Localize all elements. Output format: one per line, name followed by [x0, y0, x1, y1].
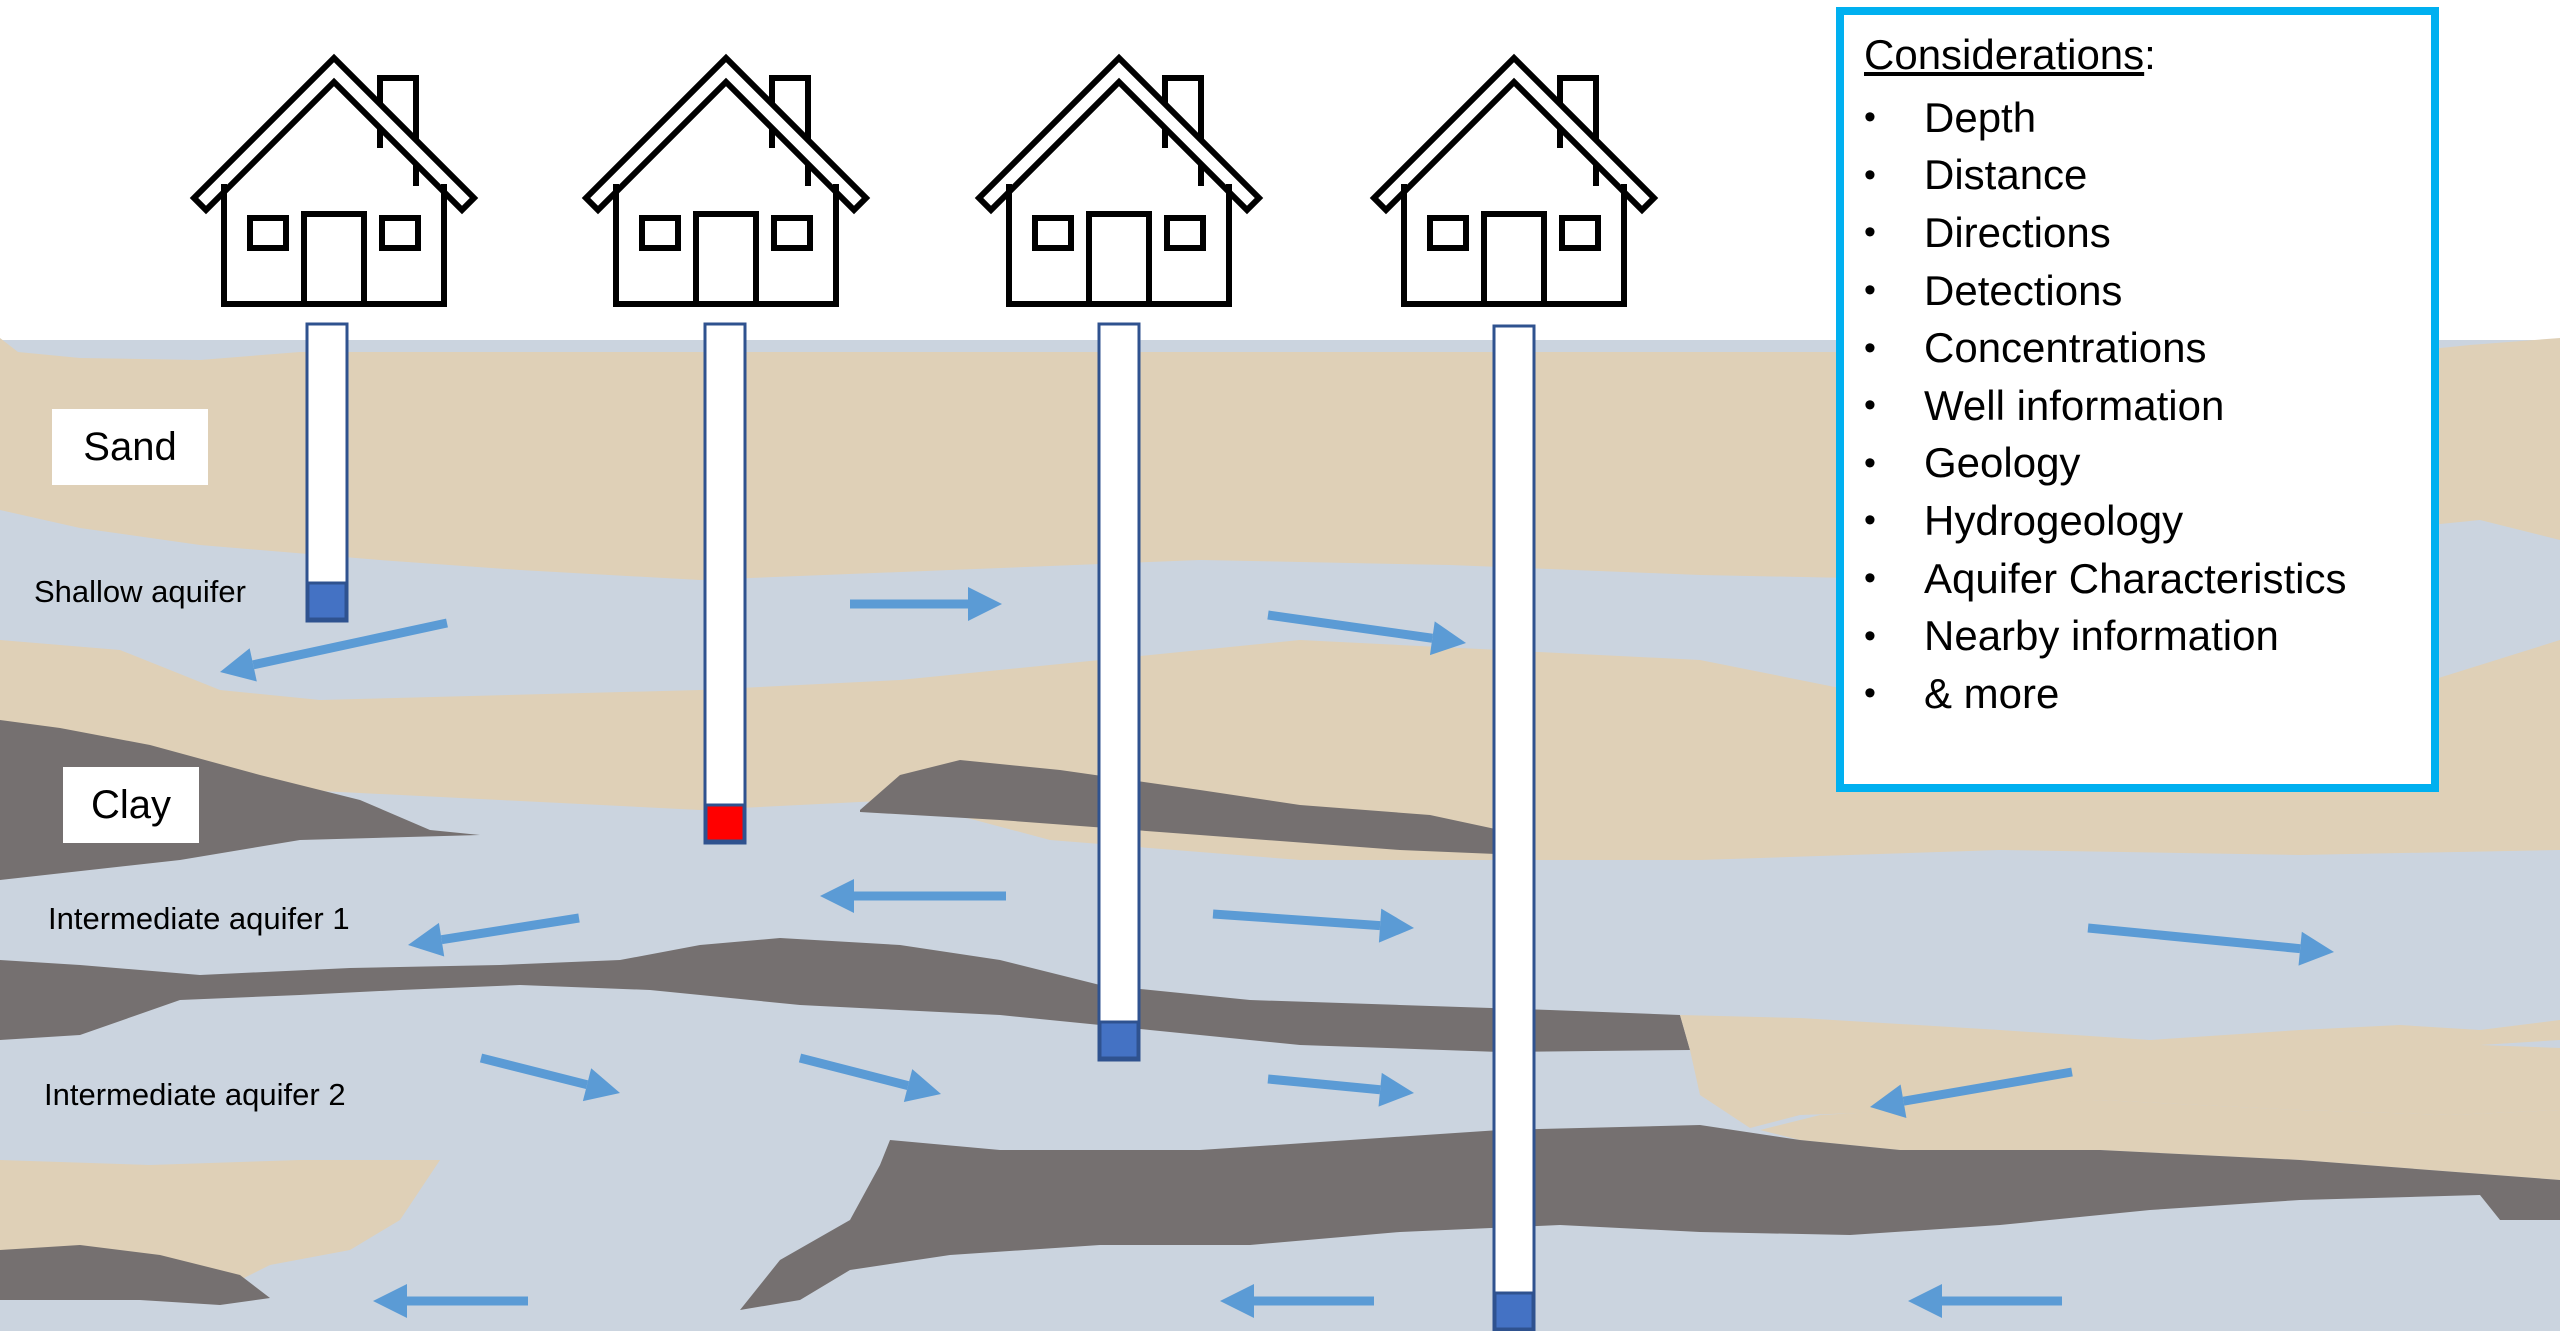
bullet-icon: • — [1864, 98, 1924, 137]
considerations-item: •& more — [1864, 665, 2346, 723]
bullet-icon: • — [1864, 271, 1924, 310]
well-screen — [1100, 1022, 1138, 1058]
bullet-icon: • — [1864, 329, 1924, 368]
bullet-icon: • — [1864, 444, 1924, 483]
house-1-icon — [194, 58, 474, 304]
well-casing — [1099, 324, 1139, 1060]
well-casing — [307, 324, 347, 621]
well-3 — [1099, 324, 1139, 1060]
sand-label: Sand — [52, 409, 208, 485]
bullet-icon: • — [1864, 559, 1924, 598]
well-casing — [705, 324, 745, 843]
well-screen — [1495, 1293, 1533, 1329]
considerations-item: •Depth — [1864, 89, 2346, 147]
considerations-item: •Geology — [1864, 435, 2346, 493]
bullet-icon: • — [1864, 617, 1924, 656]
considerations-item: •Well information — [1864, 377, 2346, 435]
considerations-panel: Considerations: •Depth •Distance •Direct… — [1836, 7, 2439, 792]
clay-label: Clay — [63, 767, 199, 843]
considerations-list: •Depth •Distance •Directions •Detections… — [1864, 89, 2346, 723]
bullet-icon: • — [1864, 156, 1924, 195]
considerations-item: •Hydrogeology — [1864, 492, 2346, 550]
bullet-icon: • — [1864, 674, 1924, 713]
sand-label-text: Sand — [83, 425, 176, 470]
house-3-icon — [979, 58, 1259, 304]
well-screen — [308, 583, 346, 619]
bullet-icon: • — [1864, 501, 1924, 540]
house-2-icon — [586, 58, 866, 304]
well-4 — [1494, 326, 1534, 1331]
intermediate-aquifer-1-label: Intermediate aquifer 1 — [48, 901, 350, 937]
considerations-item: •Aquifer Characteristics — [1864, 550, 2346, 608]
well-casing — [1494, 326, 1534, 1331]
considerations-item: •Nearby information — [1864, 607, 2346, 665]
well-2 — [705, 324, 745, 843]
considerations-title: Considerations: — [1864, 31, 2156, 79]
shallow-aquifer-label: Shallow aquifer — [34, 574, 246, 610]
clay-label-text: Clay — [91, 783, 171, 828]
considerations-item: •Detections — [1864, 262, 2346, 320]
bullet-icon: • — [1864, 386, 1924, 425]
house-4-icon — [1374, 58, 1654, 304]
well-screen — [706, 805, 744, 841]
considerations-item: •Distance — [1864, 147, 2346, 205]
considerations-item: •Concentrations — [1864, 319, 2346, 377]
considerations-item: •Directions — [1864, 204, 2346, 262]
bullet-icon: • — [1864, 213, 1924, 252]
well-1 — [307, 324, 347, 621]
intermediate-aquifer-2-label: Intermediate aquifer 2 — [44, 1077, 346, 1113]
houses — [194, 58, 1654, 304]
